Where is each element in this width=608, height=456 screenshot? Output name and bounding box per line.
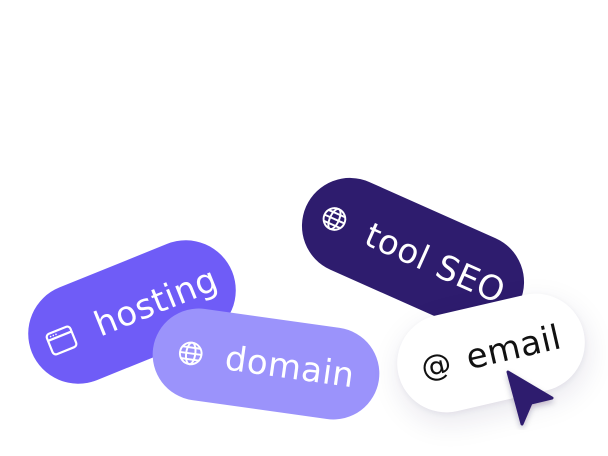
at-icon: @	[417, 345, 456, 387]
tag-tool-seo[interactable]: tool SEO	[286, 162, 540, 346]
browser-window-icon	[43, 322, 81, 359]
pointer-cursor-icon	[506, 370, 554, 426]
tag-label: tool SEO	[358, 215, 512, 313]
tag-hosting[interactable]: hosting	[13, 225, 251, 399]
tag-label: domain	[222, 338, 358, 397]
tag-domain[interactable]: domain	[146, 302, 386, 426]
globe-icon	[318, 202, 352, 236]
globe-icon	[176, 339, 205, 368]
